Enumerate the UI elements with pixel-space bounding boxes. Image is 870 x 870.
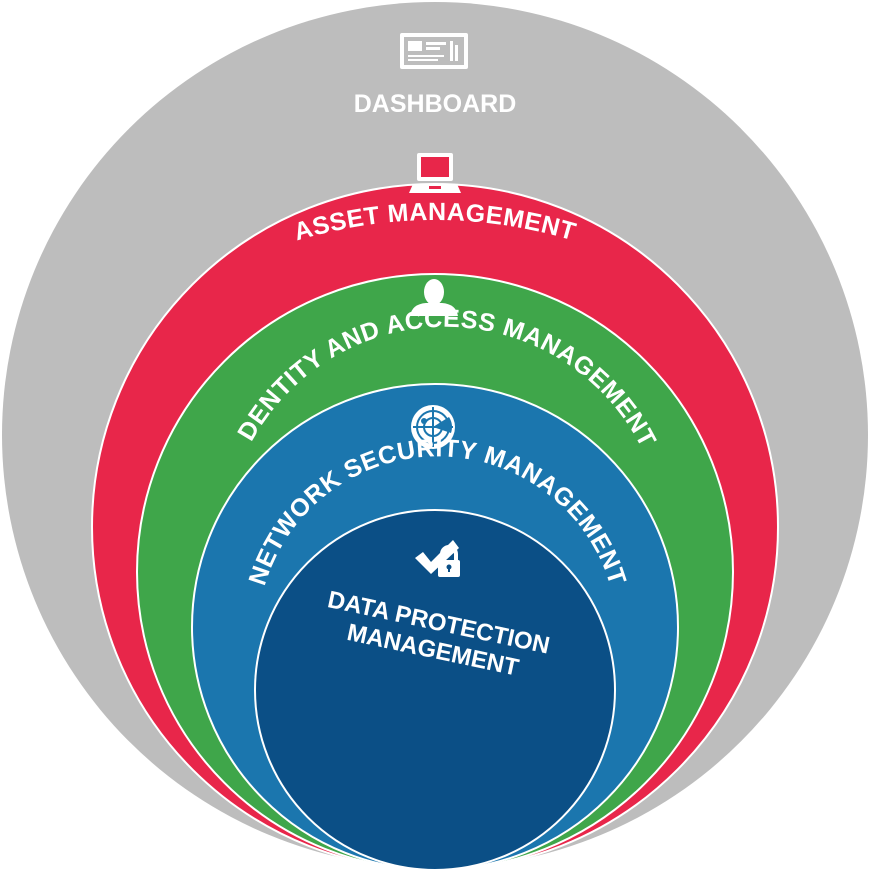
dashboard-label: DASHBOARD bbox=[354, 90, 517, 118]
laptop-icon bbox=[409, 153, 461, 193]
check-lock-icon bbox=[415, 540, 460, 577]
user-icon bbox=[410, 279, 458, 316]
data-protection-ring bbox=[254, 509, 616, 870]
radar-icon bbox=[411, 405, 455, 449]
dashboard-icon bbox=[400, 33, 468, 69]
